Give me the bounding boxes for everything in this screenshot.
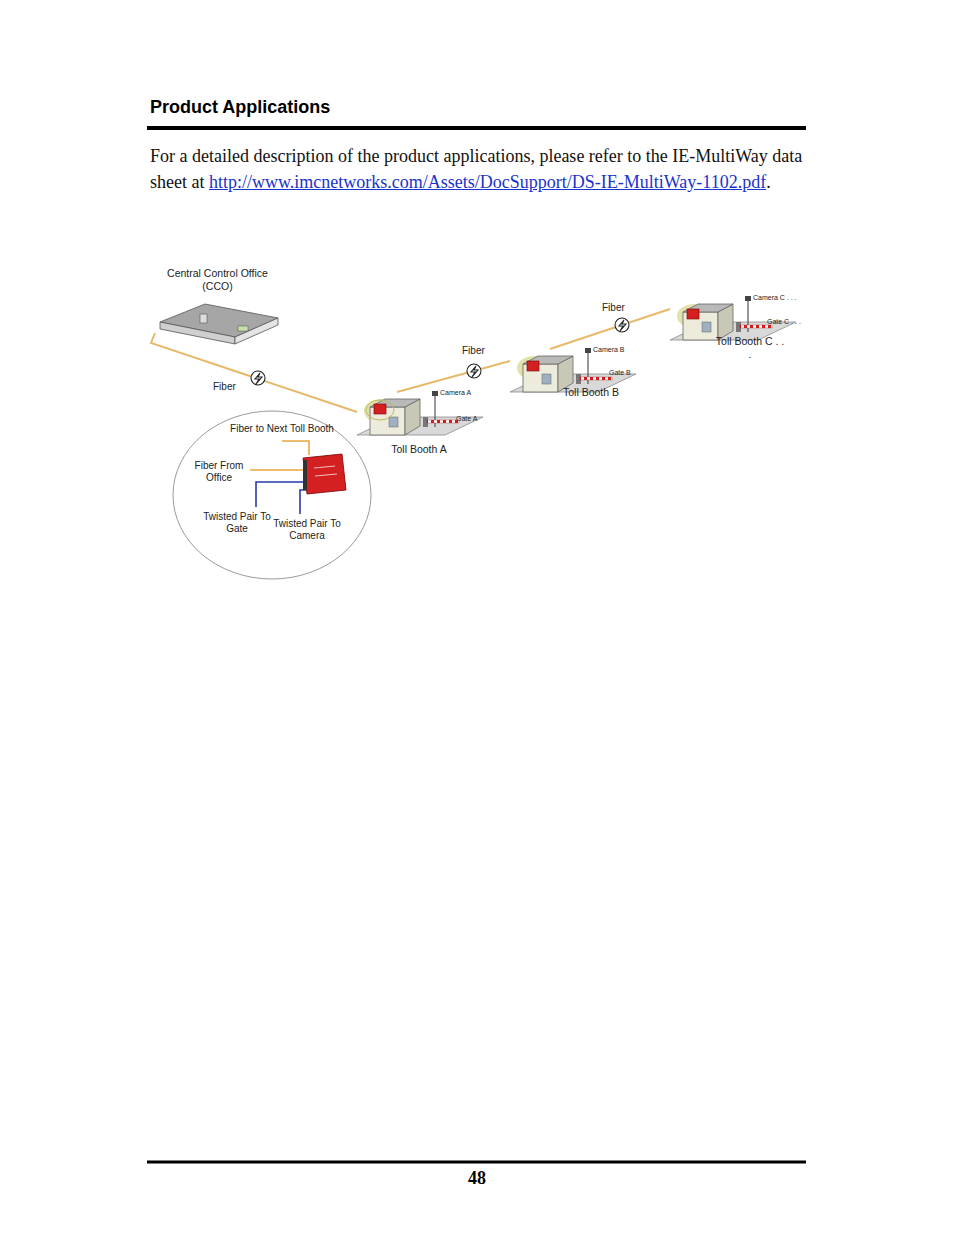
toll-booth-b: [510, 348, 636, 392]
link-label: Fiber: [601, 302, 626, 313]
node-label: Toll Booth C . . .: [715, 335, 785, 360]
gate-label: Gate B: [609, 369, 631, 376]
node-label: Twisted Pair To Gate: [202, 511, 272, 535]
inset-wires: [250, 441, 346, 514]
node-label: Twisted Pair To Camera: [272, 518, 342, 542]
body-text: .: [766, 172, 771, 192]
inset-circle: [173, 411, 371, 579]
node-label: Central Control Office (CCO): [155, 267, 280, 292]
inset-outline: [172, 410, 372, 580]
toll-booth-node: Toll Booth A: [357, 392, 467, 470]
node-label: Toll Booth A: [384, 443, 454, 456]
node-label: Fiber to Next Toll Booth: [222, 423, 342, 435]
fiber-link: [550, 309, 670, 349]
camera-label: Camera B: [593, 346, 625, 353]
link-label: Fiber: [212, 381, 237, 392]
node-label: Fiber From Office: [190, 460, 248, 484]
toll-booth-node: Toll Booth C . . .: [670, 297, 782, 363]
fiber-symbol: [467, 364, 481, 378]
camera-label: Camera C . . .: [753, 294, 797, 301]
fiber-symbol: [615, 318, 629, 332]
callout-ring: [366, 400, 394, 420]
link-label: Fiber: [461, 345, 486, 356]
node-label: Toll Booth B: [556, 386, 626, 399]
toll-booth-node: Toll Booth B: [510, 349, 620, 414]
office-building: [160, 304, 278, 344]
toll-booth-a: [357, 391, 483, 435]
fiber-symbol: [251, 371, 265, 385]
gate-label: Gate C . . .: [767, 318, 801, 325]
body-paragraph: For a detailed description of the produc…: [150, 143, 815, 195]
fiber-link: [151, 333, 357, 412]
camera-label: Camera A: [440, 389, 471, 396]
hyperlink: http://www.imcnetworks.com/Assets/DocSup…: [209, 172, 766, 192]
footer-rule: [147, 1161, 806, 1164]
gate-label: Gate A: [456, 415, 477, 422]
page-heading: Product Applications: [150, 97, 330, 118]
inset-callout: Fiber to Next Toll BoothFiber From Offic…: [172, 410, 372, 580]
header-rule: [147, 126, 806, 130]
page-number: 48: [0, 1168, 954, 1189]
fiber-link: [397, 361, 510, 392]
office-node: Central Control Office (CCO): [155, 265, 280, 343]
